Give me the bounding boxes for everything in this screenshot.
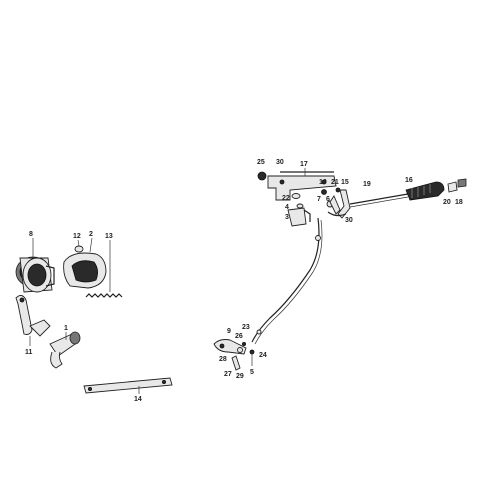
callout-28: 28 — [219, 356, 227, 363]
callout-1: 1 — [64, 325, 68, 332]
bellcrank-assembly — [213, 339, 255, 371]
screw-18 — [457, 178, 467, 188]
callout-13: 13 — [105, 233, 113, 240]
callout-16: 16 — [405, 177, 413, 184]
callout-11: 11 — [25, 349, 33, 356]
callout-22: 22 — [282, 195, 290, 202]
callout-20: 20 — [443, 199, 451, 206]
callout-12: 12 — [73, 233, 81, 240]
spring-13 — [85, 240, 123, 298]
callout-19: 19 — [363, 181, 371, 188]
hand-grip-16 — [405, 181, 445, 201]
callout-10: 10 — [319, 179, 327, 186]
callout-24: 24 — [259, 352, 267, 359]
end-cap-20 — [447, 181, 458, 193]
callout-5: 5 — [250, 369, 254, 376]
lever-arm-11 — [15, 295, 51, 346]
shaft-1 — [49, 331, 81, 369]
callout-8: 8 — [29, 231, 33, 238]
callout-4: 4 — [285, 204, 289, 211]
control-cable — [251, 217, 323, 345]
callout-3: 3 — [285, 214, 289, 221]
callout-21: 21 — [331, 179, 339, 186]
callout-9: 9 — [227, 328, 231, 335]
clutch-housing — [15, 238, 55, 293]
rod-19 — [349, 193, 409, 208]
friction-shoe — [63, 237, 107, 289]
callout-27: 27 — [224, 371, 232, 378]
callout-23: 23 — [242, 324, 250, 331]
callout-2: 2 — [89, 231, 93, 238]
pedal-lever — [327, 189, 351, 219]
callout-7: 7 — [317, 196, 321, 203]
bracket-17 — [267, 168, 337, 201]
clip-3 — [287, 207, 311, 227]
callout-30-lower: 30 — [345, 217, 353, 224]
callout-25: 25 — [257, 159, 265, 166]
callout-14: 14 — [134, 396, 142, 403]
callout-26: 26 — [235, 333, 243, 340]
callout-6: 6 — [326, 196, 330, 203]
pivot-fittings — [321, 187, 341, 215]
callout-29: 29 — [236, 373, 244, 380]
flat-bar-14 — [83, 377, 173, 394]
callout-30-upper: 30 — [276, 159, 284, 166]
nut-25 — [257, 171, 267, 181]
callout-17: 17 — [300, 161, 308, 168]
washer-4-22 — [291, 193, 304, 209]
callout-18: 18 — [455, 199, 463, 206]
pin-12 — [74, 239, 84, 253]
callout-15: 15 — [341, 179, 349, 186]
